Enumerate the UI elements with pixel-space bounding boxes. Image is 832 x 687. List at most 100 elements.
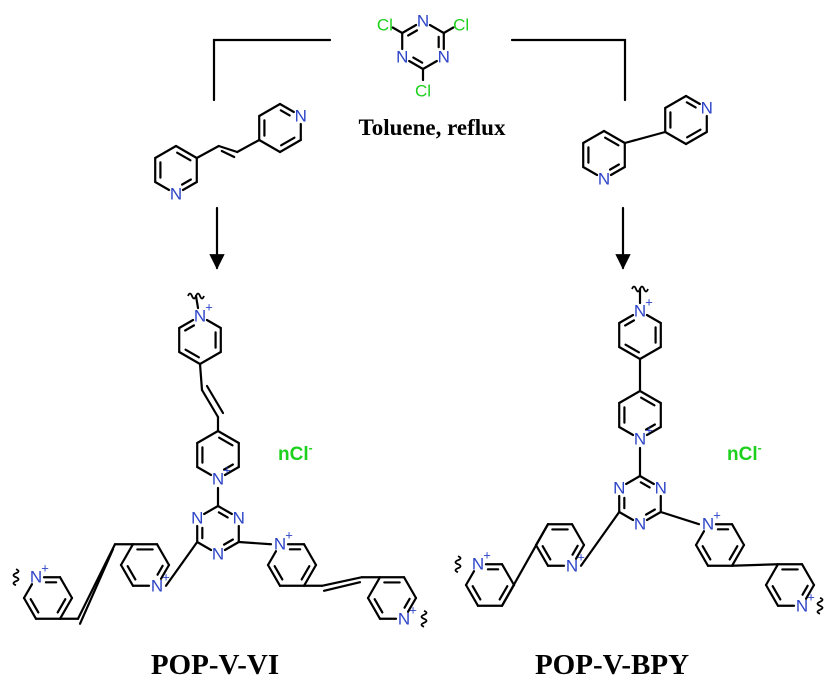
nitrogen-atom: N [613,479,625,498]
ring-double-bond [624,343,640,354]
ring-double-bond [184,324,196,332]
reaction-arrows [209,38,631,270]
pyridinium-ring: N+ [22,561,74,620]
biaryl-bond [730,563,780,567]
positive-charge: + [41,561,49,576]
wavy-bond [816,596,824,615]
nitrogen-atom: N [212,470,224,489]
ring-double-bond [176,151,192,162]
nitrogen-atom: N [398,609,410,628]
ring-double-bond [608,163,620,171]
ring-bond [196,429,220,445]
ring-bond [645,510,662,522]
pyridine-ring: N [582,129,626,189]
bond [198,362,204,392]
c-cl-bond [442,26,455,35]
ring-bond [401,23,418,35]
ring-bond [278,138,302,154]
ring-double-bond [222,538,234,546]
ring-double-bond [604,136,620,147]
pyridinium-ring: N+ [119,543,171,595]
ring-double-bond [156,564,164,576]
ring-bond [58,596,74,620]
ring-bond [302,563,318,587]
ring-bond [159,563,171,580]
svg-text:nCl-: nCl- [278,441,313,465]
ring-bond [428,23,445,35]
triazine-core: NNN [613,474,667,534]
ring-double-bond [498,585,509,601]
positive-charge: + [645,295,653,310]
ring-double-bond [217,511,229,519]
nitrogen-atom: N [212,545,224,564]
ring-bond [302,543,318,567]
nitrogen-atom: N [233,509,245,528]
ring-double-bond [701,545,712,561]
positive-charge: + [223,463,231,478]
ring-bond [119,543,135,567]
ring-bond [22,583,34,600]
ring-bond [216,504,233,516]
bond [320,576,364,587]
ring-bond [500,563,516,587]
ring-bond [800,563,816,587]
pyridine-ring: N [664,94,713,146]
bond [195,144,220,160]
pyridinium-ring: N+ [464,548,516,607]
nitrogen-atom: N [598,170,610,189]
ring-bond [730,523,746,547]
bond [194,294,200,310]
pyridinium-ring: N+ [266,528,318,587]
ring-bond [609,165,626,177]
ring-double-bond [801,584,809,596]
ring-double-bond [222,463,234,471]
triazine-ring: NNN [396,12,450,71]
ring-bond [464,583,480,607]
positive-charge: + [577,549,585,564]
bispyridylethylene: NN [154,102,307,204]
nitrogen-atom: N [396,48,408,67]
ring-double-bond [640,396,656,407]
ring-bond [203,504,220,516]
ring-bond [258,102,282,118]
pyridinium-ring: N+ [618,295,662,361]
ring-bond [408,59,425,71]
c-cl-bond [391,26,404,35]
ring-bond [155,543,171,567]
ring-bond [196,465,213,477]
positive-charge: + [645,423,653,438]
ring-double-bond [412,56,424,64]
ring-bond [638,474,655,486]
ring-bond [174,144,198,160]
nitrogen-atom: N [170,185,182,204]
nitrogen-atom: N [634,302,646,321]
ring-double-bond [279,109,291,117]
bond [217,144,239,154]
svg-text:nCl-: nCl- [727,441,762,465]
vinyl-double-bond [322,581,362,592]
ring-bond [625,474,642,486]
bond [659,510,701,526]
ring-bond [258,138,282,154]
ring-bond [664,94,688,110]
ring-bond [178,350,202,366]
ring-double-bond [273,565,284,581]
ring-bond [638,389,662,405]
chlorine-atom: Cl [453,16,469,35]
nitrogen-atom: N [438,48,450,67]
ring-double-bond [639,481,651,489]
pyridinium-ring: N+ [764,563,816,615]
ring-bond [223,540,240,552]
ring-double-bond [403,597,411,609]
triazine-core: NNN [191,504,245,564]
ring-bond [618,313,635,325]
bond [164,540,199,587]
wavy-bond [454,555,462,574]
ring-bond [694,543,710,567]
ring-double-bond [644,508,656,516]
positive-charge: + [409,602,417,617]
ring-bond [406,596,418,613]
ring-double-bond [300,565,311,581]
